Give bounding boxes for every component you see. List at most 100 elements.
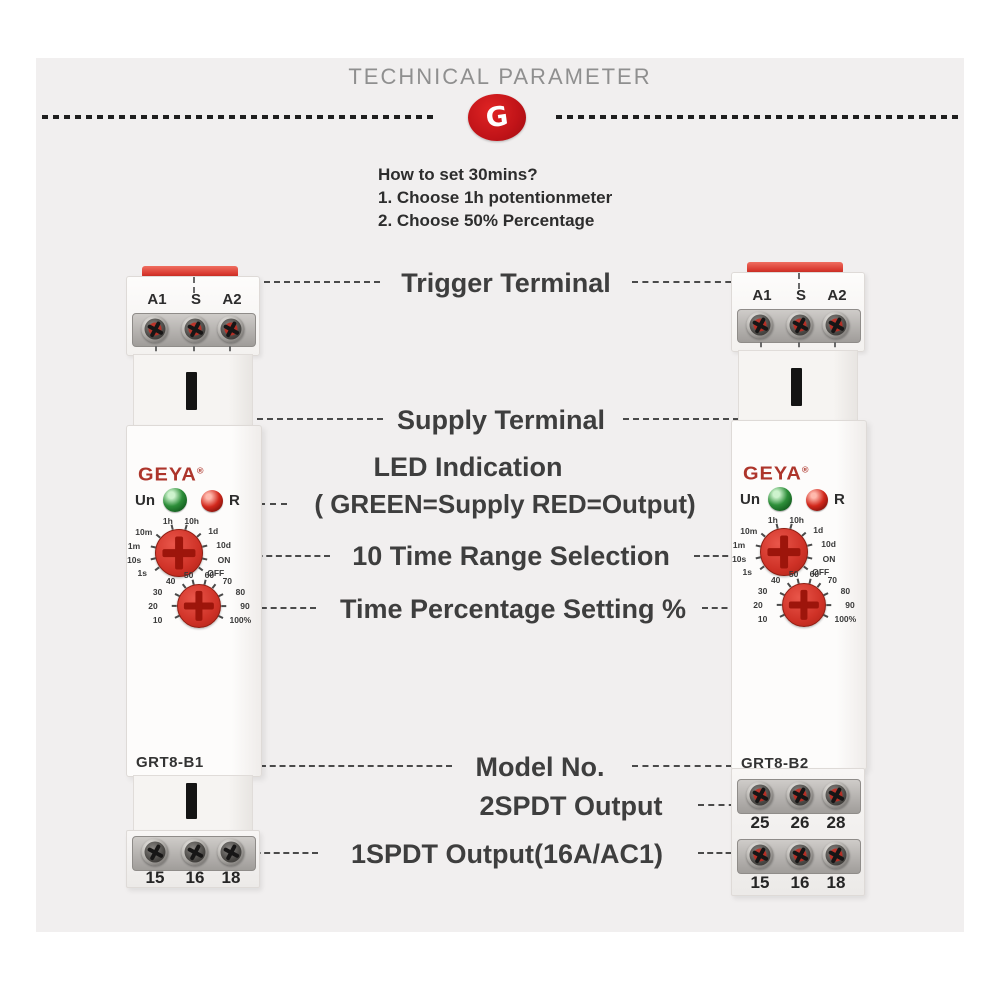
dial-scale-label: 90 [845,600,855,610]
dial-scale-label: 30 [757,585,768,596]
dial-scale-label: 1m [127,541,141,552]
dial-scale-label: 10h [789,515,804,526]
dial-tick [808,578,811,584]
dial-scale-label: 10d [216,540,231,551]
terminal-number-15: 15 [750,873,770,892]
dial-scale-label: 70 [827,574,838,585]
terminal-number-15: 15 [145,868,165,887]
connector-1spdt-right [698,852,750,854]
time-range-knob [155,529,203,577]
screw-15 [141,838,169,866]
dial-scale-label: 40 [770,574,781,585]
screw-a2 [822,311,850,339]
terminal-number-18: 18 [826,873,846,892]
dial-scale-label: 10s [127,555,142,566]
un-label: Un [740,491,760,508]
terminal-number-18: 18 [221,868,241,887]
dial-tick [808,556,813,559]
dial-tick [219,593,224,597]
percent-knob [177,584,221,628]
dial-tick [156,533,161,538]
terminal-label-a2: A2 [222,291,242,308]
label-supply-terminal: Supply Terminal [396,405,606,435]
wiring-dash [193,277,195,293]
dial-tick [203,557,208,560]
screw-a1 [141,315,169,343]
dial-scale-label: 40 [165,575,176,586]
label-time-percentage: Time Percentage Setting % [339,594,687,624]
terminal-number-16: 16 [185,868,205,887]
dial-tick [202,545,208,548]
connector-trigger-right [632,281,752,283]
dial-scale-label: 70 [222,575,233,586]
label-time-range: 10 Time Range Selection [352,541,670,571]
dial-scale-label: 10m [135,526,153,537]
dial-scale-label: 30 [152,586,163,597]
output-terminal-block: 15 16 18 [126,830,260,888]
supply-terminal-bar [186,372,197,410]
dial-tick [219,615,224,619]
dial-scale-label: 50 [788,568,799,579]
header-divider-right [556,115,958,119]
supply-led-green [768,487,792,511]
dial-tick [779,614,784,618]
dial-scale-label: 1s [137,567,147,578]
dial-tick [203,579,206,585]
connector-2spdt-right [698,804,745,806]
model-number: GRT8-B1 [136,754,204,771]
dial-scale-label: 1h [162,515,173,526]
howto-step-1: 1. Choose 1h potentionmeter [378,188,613,207]
wiring-dash [834,342,836,356]
terminal-label-a1: A1 [147,291,167,308]
dial-scale-label: 100% [229,615,252,626]
time-range-knob [760,528,808,576]
label-trigger-terminal: Trigger Terminal [401,268,611,298]
dial-scale-label: ON [822,553,836,564]
din-mount-red-cap [142,266,238,277]
dial-tick [786,582,791,588]
terminal-number-28: 28 [826,813,846,832]
dial-tick [817,582,822,588]
dial-scale-label: 10s [732,554,747,565]
dial-tick [776,523,779,529]
dial-tick [174,593,179,597]
dial-tick [191,579,195,585]
connector-timerange-right [694,555,747,557]
dial-scale-label: ON [217,554,231,565]
model-number: GRT8-B2 [741,755,809,772]
dial-scale-label: 10 [757,614,768,625]
output-led-red [806,489,828,511]
label-led-indication: LED Indication [373,452,563,482]
percent-knob [782,583,826,627]
label-model-no: Model No. [475,752,605,782]
r-label: R [229,492,240,509]
dial-scale-label: 10m [740,525,758,536]
dial-scale-label: 10d [821,539,836,550]
dial-scale-label: 20 [753,600,763,610]
dial-tick [221,605,227,607]
connector-model-right [632,765,732,767]
screw-18 [217,838,245,866]
header-divider-left [42,115,438,119]
supply-terminal-bar [791,368,802,406]
wiring-dash [760,342,762,356]
terminal-number-16: 16 [790,873,810,892]
dial-tick [776,604,782,606]
screw-18 [822,841,850,869]
howto-note: How to set 30mins? 1. Choose 1h potentio… [378,163,612,232]
dial-scale-label: 1d [813,524,824,535]
dial-scale-label: 1m [732,540,746,551]
terminal-label-a1: A1 [752,287,772,304]
label-1spdt-output: 1SPDT Output(16A/AC1) [350,839,664,869]
dial-tick [171,605,177,607]
dial-scale-label: 1s [742,566,752,577]
connector-trigger-left [244,281,380,283]
terminal-label-s: S [190,291,202,308]
dial-scale-label: 100% [834,614,857,625]
dial-tick [824,614,829,618]
